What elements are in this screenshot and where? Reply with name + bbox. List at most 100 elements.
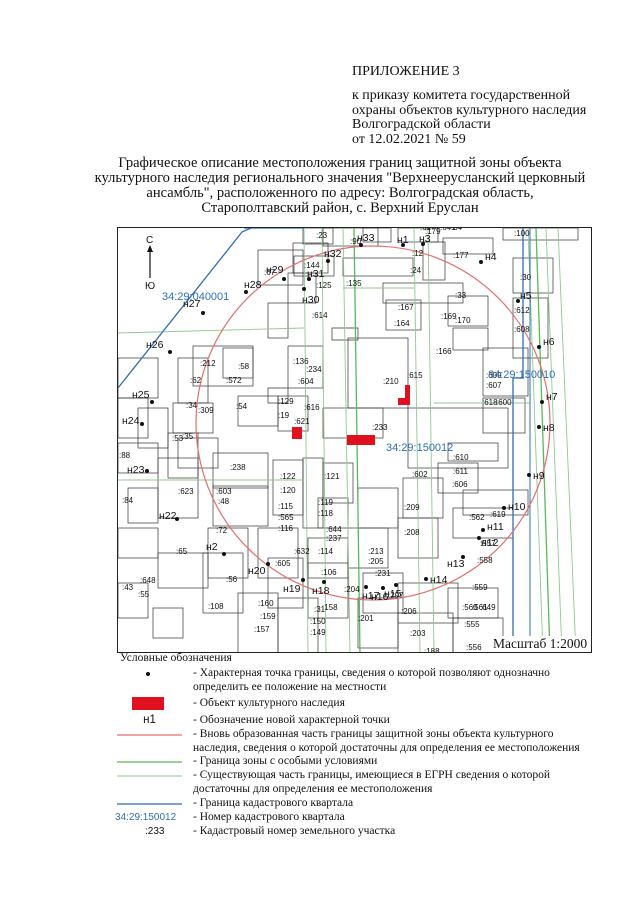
boundary-point-marker xyxy=(307,277,311,281)
parcel-number-label: :208 xyxy=(404,528,420,537)
boundary-point-marker xyxy=(421,242,425,246)
north-arrow: СЮ xyxy=(145,235,155,292)
parcel-number-label: :237 xyxy=(326,534,342,543)
boundary-point-marker xyxy=(516,299,520,303)
parcel-number-label: :309 xyxy=(198,406,214,415)
legend-text: - Существующая часть границы, имеющиеся … xyxy=(193,769,551,781)
boundary-point-marker xyxy=(481,528,485,532)
legend-text: - Граница кадастрового квартала xyxy=(193,797,354,809)
parcel-number-label: :641 xyxy=(440,228,456,232)
north-label: С xyxy=(146,235,153,246)
boundary-point-label: н14 xyxy=(430,574,448,586)
boundary-point-label: н22 xyxy=(159,510,177,522)
parcel-number-label: :125 xyxy=(316,281,332,290)
parcel-number-label: :609 xyxy=(486,371,502,380)
parcel-number-label: :12 xyxy=(412,249,424,258)
parcel-number-label: :136 xyxy=(293,357,309,366)
parcel-number-label: :562 xyxy=(469,513,485,522)
boundary-point-marker xyxy=(479,260,483,264)
boundary-point-label: н26 xyxy=(146,339,164,351)
boundary-point-marker xyxy=(381,586,385,590)
parcel-number-label: :64 xyxy=(451,228,463,232)
boundary-point-marker xyxy=(424,577,428,581)
parcel-number-label: :555 xyxy=(464,620,480,629)
boundary-point-marker xyxy=(359,243,363,247)
parcel-labels: :23:90:12:24:177:179:100:30:67:144:125:1… xyxy=(119,228,532,653)
parcel-number-label: :557 xyxy=(480,539,496,548)
parcel-number-label: :169 xyxy=(441,312,457,321)
parcel-number-label: :618 xyxy=(482,398,498,407)
parcel-number-label: :188 xyxy=(424,647,440,653)
appendix-heading: ПРИЛОЖЕНИЕ 3 xyxy=(352,64,460,79)
map-scale: Масштаб 1:2000 xyxy=(490,636,591,652)
parcel-number-label: :149 xyxy=(310,628,326,637)
boundary-point-marker xyxy=(502,506,506,510)
parcel-number-label: :207 xyxy=(388,591,404,600)
parcel-number-label: :623 xyxy=(178,487,194,496)
order-line-3: Волгоградской области xyxy=(352,117,491,132)
parcel-number-label: :54 xyxy=(236,402,248,411)
parcel-number-label: :157 xyxy=(254,625,270,634)
parcel-number-label: :234 xyxy=(306,365,322,374)
boundary-point-label: н6 xyxy=(543,336,555,348)
parcel-number-label: :556 xyxy=(466,643,482,652)
parcel-number-label: :600 xyxy=(496,398,512,407)
boundary-point-label: н4 xyxy=(485,251,497,263)
parcel-number-sample: :233 xyxy=(145,826,165,837)
parcel-number-label: :231 xyxy=(375,569,391,578)
quarter-number-label: 34:29:150012 xyxy=(386,442,453,454)
parcel-number-label: :648 xyxy=(140,576,156,585)
quarter-number-label: 34:29:040001 xyxy=(162,291,229,303)
order-date: от 12.02.2021 № 59 xyxy=(352,132,466,147)
boundary-point-label: н2 xyxy=(206,541,218,553)
quarter-number-label: 34:29:150010 xyxy=(488,369,555,381)
legend-text: - Объект культурного наследия xyxy=(193,697,345,709)
parcel-number-label: :65 xyxy=(176,547,188,556)
parcel-number-label: :84 xyxy=(122,496,134,505)
parcel-number-label: :627 xyxy=(420,228,436,232)
parcel-number-label: :116 xyxy=(278,524,294,533)
parcel-number-label: :179 xyxy=(425,228,441,236)
cadastral-map: :23:90:12:24:177:179:100:30:67:144:125:1… xyxy=(117,227,592,653)
parcel-number-label: :621 xyxy=(294,417,310,426)
boundary-point-label: н18 xyxy=(312,585,330,597)
parcel-number-label: :159 xyxy=(260,612,276,621)
parcel-number-label: :166 xyxy=(436,347,452,356)
point-label-sample: н1 xyxy=(143,714,156,726)
parcel-number-label: :144 xyxy=(304,261,320,270)
parcel-number-label: :121 xyxy=(324,472,340,481)
protection-zone xyxy=(195,245,551,601)
parcel-number-label: :606 xyxy=(452,480,468,489)
boundary-point-label: н3 xyxy=(419,233,431,245)
parcel-number-label: :615 xyxy=(407,371,423,380)
boundary-point-label: н23 xyxy=(127,464,145,476)
boundary-point-marker xyxy=(326,259,330,263)
parcel-number-label: :34 xyxy=(186,401,198,410)
parcel-number-label: :150 xyxy=(310,617,326,626)
parcel-number-label: :35 xyxy=(182,432,194,441)
legend-text: - Кадастровый номер земельного участка xyxy=(193,825,396,837)
parcel-number-label: :167 xyxy=(398,303,414,312)
legend-text: - Характерная точка границы, сведения о … xyxy=(193,667,550,679)
parcel-number-label: :611 xyxy=(453,467,469,476)
zone-line-icon xyxy=(117,728,182,742)
parcel-number-label: :19 xyxy=(278,411,290,420)
parcel-number-label: :632 xyxy=(294,547,310,556)
boundary-point-marker xyxy=(201,311,205,315)
parcel-number-label: :213 xyxy=(368,547,384,556)
boundary-point-label: н24 xyxy=(122,415,140,427)
boundary-point-marker xyxy=(244,290,248,294)
boundary-point-marker xyxy=(540,400,544,404)
parcel-number-label: :23 xyxy=(316,231,328,240)
boundary-point-label: н1 xyxy=(397,234,409,246)
boundary-point-marker xyxy=(401,243,405,247)
parcel-number-label: :209 xyxy=(404,503,420,512)
parcel-number-label: :649 xyxy=(480,603,496,612)
existing-line-icon xyxy=(117,769,182,783)
boundary-point-label: н15 xyxy=(384,588,402,600)
boundary-point-label: н19 xyxy=(283,583,301,595)
boundary-point-label: н9 xyxy=(533,470,545,482)
parcel-number-label: :120 xyxy=(280,486,296,495)
parcel-number-label: :53 xyxy=(172,434,184,443)
parcel-number-label: :201 xyxy=(358,614,374,623)
